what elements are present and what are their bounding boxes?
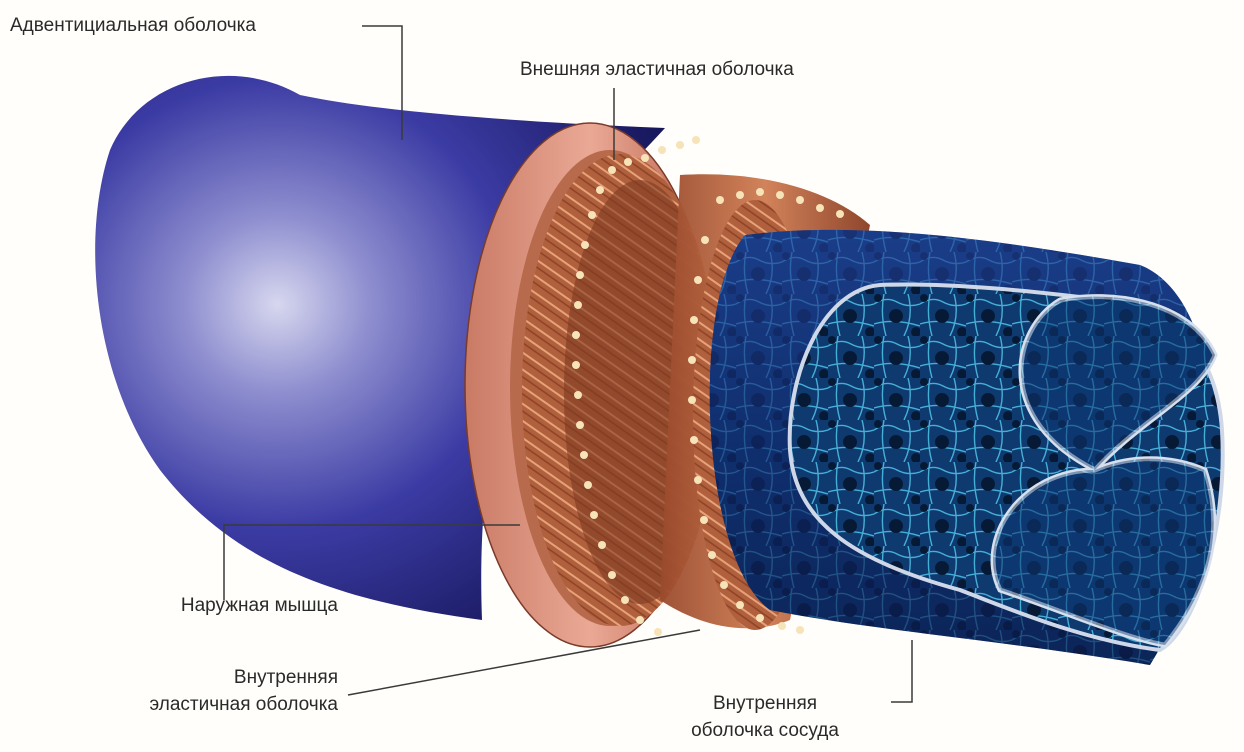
label-internal-elastic-line1: Внутренняя — [70, 664, 338, 691]
label-intima: Внутренняя оболочка сосуда — [640, 690, 890, 744]
label-external-elastic: Внешняя эластичная оболочка — [520, 56, 794, 83]
label-intima-line1: Внутренняя — [640, 690, 890, 717]
label-outer-muscle: Наружная мышца — [120, 592, 338, 619]
label-internal-elastic-line2: эластичная оболочка — [70, 691, 338, 718]
label-internal-elastic: Внутренняя эластичная оболочка — [70, 664, 338, 718]
label-adventitia: Адвентициальная оболочка — [10, 12, 256, 39]
label-intima-line2: оболочка сосуда — [640, 717, 890, 744]
